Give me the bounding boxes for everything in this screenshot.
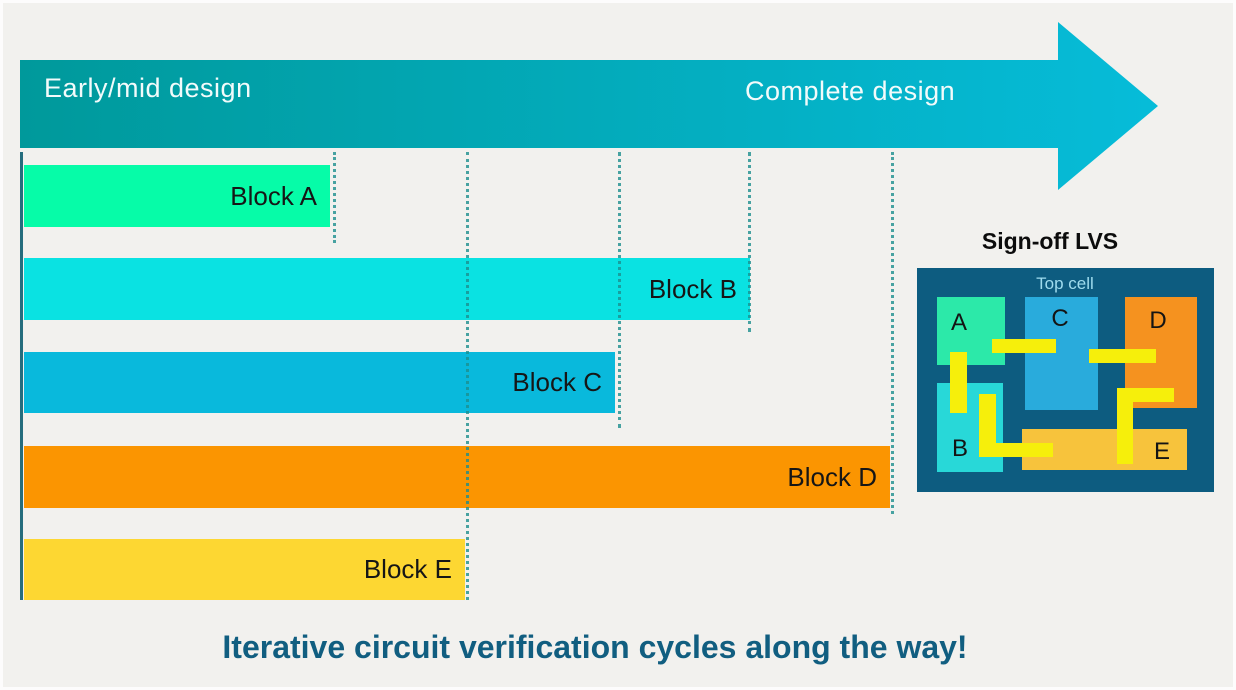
arrow-shape (20, 22, 1158, 190)
block-bar-d: Block D (24, 446, 890, 508)
inset-wire-2 (950, 352, 967, 413)
gridline-4 (748, 152, 751, 332)
arrow-label-complete-design: Complete design (745, 76, 956, 106)
inset-wire-1 (992, 339, 1056, 353)
block-bar-label-b: Block B (648, 273, 737, 304)
inset-title: Sign-off LVS (981, 228, 1119, 254)
inset-wire-4 (979, 394, 996, 457)
gridline-5 (891, 152, 894, 514)
block-bar-c: Block C (24, 352, 615, 413)
inset-cell-label-e: E (1153, 438, 1171, 465)
timeline-axis-line (20, 152, 23, 600)
caption-text: Iterative circuit verification cycles al… (222, 629, 968, 665)
inset-cell-c (1025, 297, 1098, 410)
inset-wire-5 (979, 443, 1053, 457)
inset-cell-label-b: B (951, 435, 969, 462)
block-bar-b: Block B (24, 258, 750, 320)
block-bar-label-e: Block E (363, 554, 452, 584)
inset-cell-label-a: A (950, 309, 968, 336)
top-cell-label: Top cell (1036, 274, 1094, 293)
gridline-3 (618, 152, 621, 428)
inset-cell-label-c: C (1051, 305, 1069, 332)
inset-cell-label-d: D (1149, 307, 1167, 334)
inset-wire-7 (1117, 388, 1133, 464)
design-progress-arrow (20, 22, 1158, 190)
block-bar-e: Block E (24, 539, 465, 600)
gridline-1 (333, 152, 336, 243)
block-bar-label-d: Block D (787, 461, 877, 492)
block-bar-label-c: Block C (512, 367, 602, 397)
inset-wire-3 (1089, 349, 1156, 363)
block-bar-label-a: Block A (230, 180, 317, 211)
inset-cell-a (937, 297, 1005, 365)
arrow-label-early-mid-design: Early/mid design (44, 73, 252, 103)
block-bar-a: Block A (24, 165, 330, 227)
gridline-2 (466, 152, 469, 600)
